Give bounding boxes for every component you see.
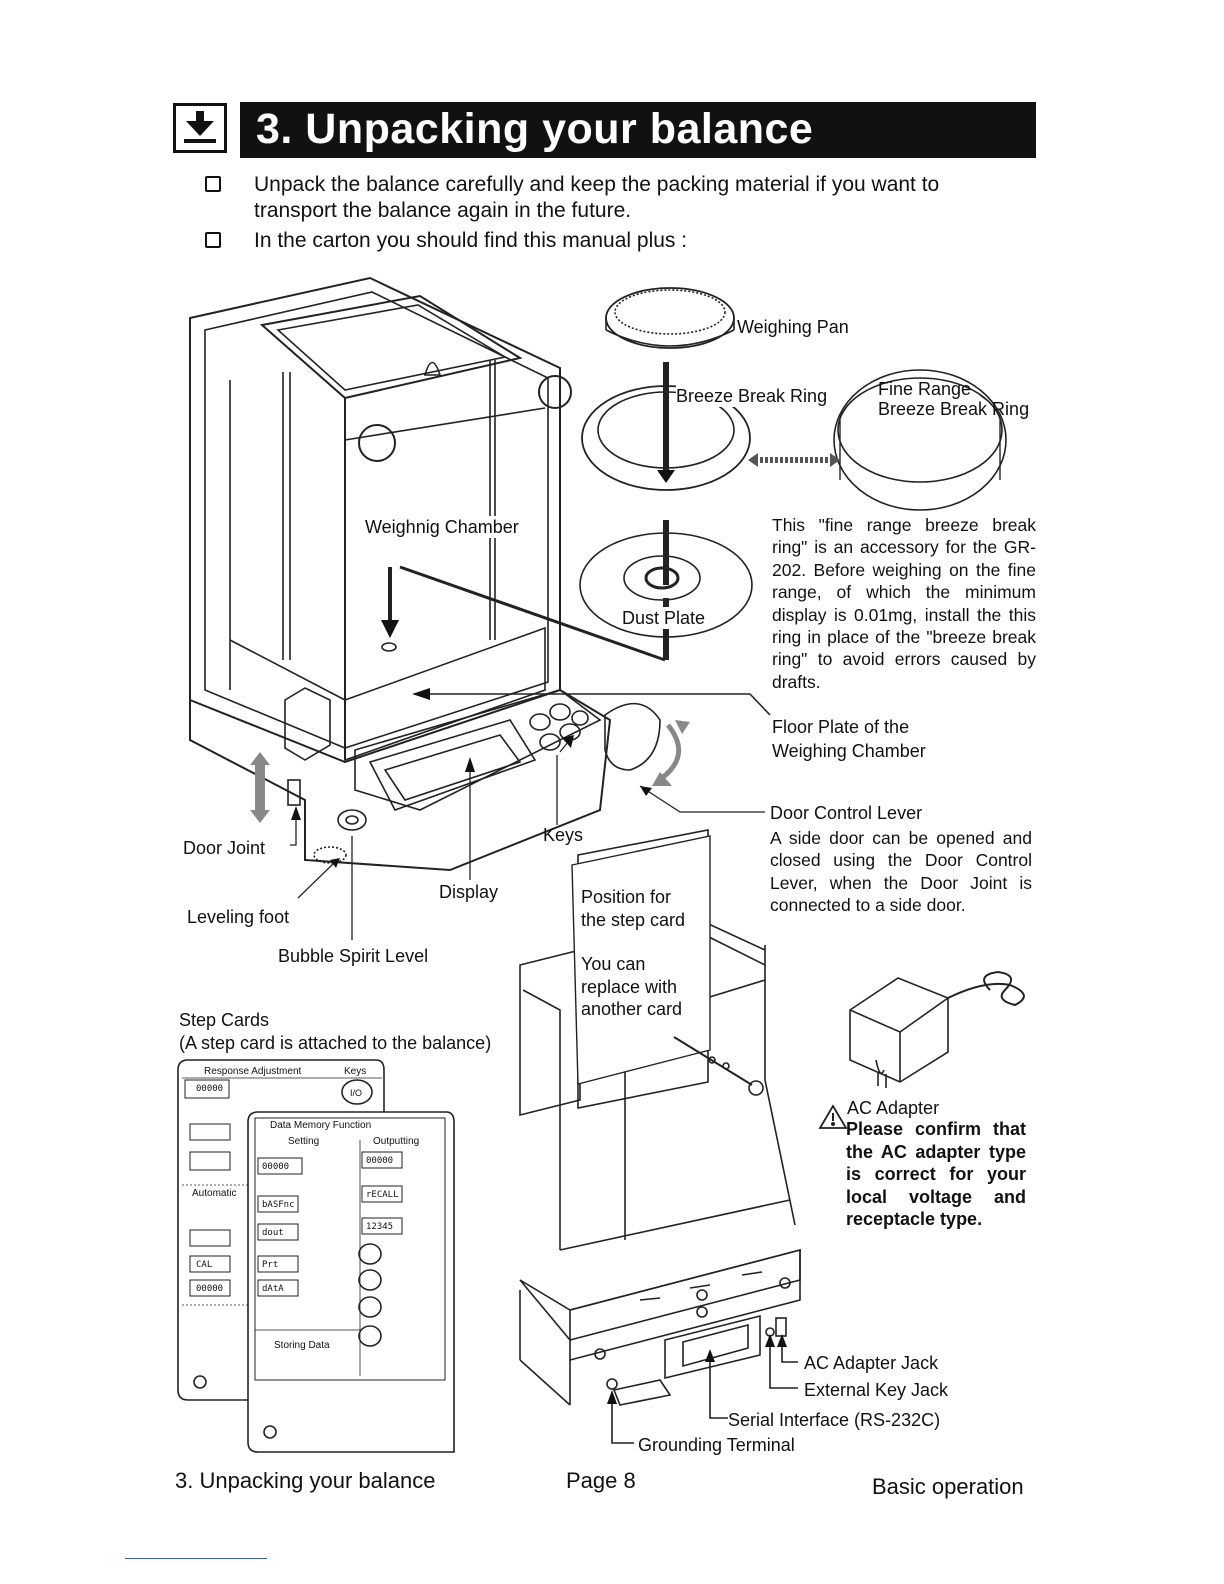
card-seg-display: rECALL: [366, 1190, 399, 1200]
warning-text: Please confirm that the AC adapter type …: [846, 1119, 1026, 1230]
card-seg-display: dAtA: [262, 1284, 284, 1294]
label-grounding-terminal: Grounding Terminal: [638, 1435, 795, 1455]
label-floor-plate-2: Weighing Chamber: [772, 741, 926, 761]
label-bubble-level: Bubble Spirit Level: [278, 946, 429, 966]
card-seg-display: Prt: [262, 1260, 279, 1270]
label-leveling-foot: Leveling foot: [187, 907, 290, 927]
card-seg-display: 00000: [196, 1084, 224, 1094]
label-serial-interface: Serial Interface (RS-232C): [728, 1410, 941, 1430]
checkbox-bullet-icon: [205, 232, 221, 248]
footer-divider: [125, 1558, 267, 1559]
door-lever-description: A side door can be opened and closed usi…: [770, 828, 1032, 916]
label-step-cards-note: (A step card is attached to the balance): [179, 1033, 492, 1053]
card2-outputting: Outputting: [373, 1136, 420, 1147]
card-seg-display: CAL: [196, 1260, 213, 1270]
label-weighing-chamber: Weighnig Chamber: [365, 516, 519, 538]
title-bar: [240, 102, 1036, 158]
card1-automatic: Automatic: [192, 1188, 237, 1199]
step-cards-drawing: [177, 1059, 455, 1453]
label-fine-range-2: Breeze Break Ring: [878, 399, 1030, 419]
label-step-replace-1: You can: [581, 954, 646, 974]
page-title: 3. Unpacking your balance: [256, 105, 814, 153]
card-seg-display: bASFnc: [262, 1200, 295, 1210]
intro-line-2: In the carton you should find this manua…: [254, 229, 688, 252]
fine-ring-description: This "fine range breeze break ring" is a…: [772, 515, 1036, 692]
ac-adapter-drawing: [818, 970, 1025, 1129]
label-weighing-pan: Weighing Pan: [737, 317, 849, 337]
label-step-replace-3: another card: [581, 999, 683, 1019]
label-dust-plate: Dust Plate: [622, 607, 706, 629]
card1-keys: Keys: [344, 1066, 367, 1077]
label-keys: Keys: [543, 825, 584, 845]
card-seg-display: 00000: [366, 1156, 394, 1166]
balance-drawing: [189, 276, 771, 872]
label-ac-adapter-jack: AC Adapter Jack: [804, 1353, 939, 1373]
card-seg-display: dout: [262, 1228, 284, 1238]
intro-line-1a: Unpack the balance carefully and keep th…: [254, 173, 940, 196]
parts-drawing: [579, 287, 1007, 660]
card2-storing: Storing Data: [274, 1340, 330, 1351]
footer-page-number: Page 8: [566, 1468, 636, 1493]
label-step-cards: Step Cards: [179, 1010, 270, 1030]
label-step-replace-2: replace with: [581, 977, 678, 997]
label-step-position-2: the step card: [581, 910, 686, 930]
footer-section: 3. Unpacking your balance: [175, 1468, 436, 1493]
card-seg-display: 00000: [196, 1284, 224, 1294]
label-floor-plate-1: Floor Plate of the: [772, 717, 910, 737]
card1-title: Response Adjustment: [204, 1066, 302, 1077]
label-external-key-jack: External Key Jack: [804, 1380, 949, 1400]
label-display: Display: [439, 882, 499, 902]
label-door-joint: Door Joint: [183, 838, 266, 858]
label-step-position-1: Position for: [581, 887, 672, 907]
checkbox-bullet-icon: [205, 176, 221, 192]
unpack-icon: [173, 103, 227, 153]
balance-rear-drawing: [519, 829, 801, 1444]
card2-setting: Setting: [288, 1136, 320, 1147]
intro-line-1b: transport the balance again in the futur…: [254, 199, 632, 222]
leader-lines: [290, 735, 765, 940]
card-seg-display: 00000: [262, 1162, 290, 1172]
label-ac-adapter: AC Adapter: [847, 1098, 940, 1118]
card2-title: Data Memory Function: [270, 1120, 372, 1131]
footer-chapter: Basic operation: [872, 1474, 1024, 1499]
label-breeze-break-ring: Breeze Break Ring: [676, 385, 828, 407]
label-fine-range-1: Fine Range: [878, 379, 972, 399]
card-seg-display: 12345: [366, 1222, 394, 1232]
label-door-control-lever: Door Control Lever: [770, 803, 923, 823]
card1-io-key: I/O: [350, 1088, 363, 1098]
